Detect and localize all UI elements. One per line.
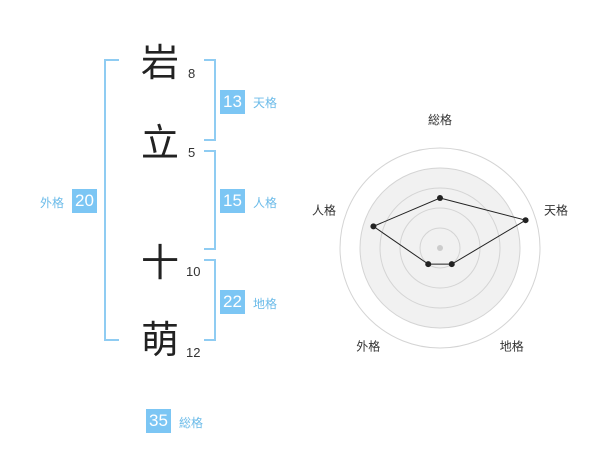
name-char-1: 岩 [140,41,179,85]
gaikaku-label: 外格 [40,196,65,210]
stroke-count-3: 10 [186,264,201,279]
radar-data-area [372,197,527,265]
chikaku-bracket [204,259,216,341]
jinkaku-value-badge: 15 [220,189,245,213]
radar-axis-label-2: 天格 [544,202,568,217]
jinkaku-bracket [204,150,216,250]
radar-axis-label-1: 総格 [428,112,452,127]
radar-axis-label-5: 人格 [312,202,336,217]
jinkaku-label: 人格 [253,196,278,210]
gaikaku-bracket [104,59,119,341]
radar-point-2 [522,217,529,224]
soukaku-label: 総格 [179,416,204,430]
stroke-count-4: 12 [186,345,201,360]
gaikaku-value-badge: 20 [72,189,97,213]
chikaku-value-badge: 22 [220,290,245,314]
radar-points [370,195,529,268]
radar-point-3 [448,261,455,268]
name-char-2: 立 [140,121,179,165]
radar-axis-label-3: 地格 [500,339,524,354]
chikaku-label: 地格 [253,297,278,311]
radar-point-4 [425,261,432,268]
radar-axis-label-4: 外格 [356,339,380,354]
stroke-count-1: 8 [188,66,196,81]
soukaku-value-badge: 35 [146,409,171,433]
stroke-count-2: 5 [188,145,196,160]
tenkaku-bracket [204,59,216,141]
radar-center-dot [437,245,443,251]
name-char-4: 萌 [140,318,179,362]
name-char-3: 十 [140,241,179,285]
tenkaku-value-badge: 13 [220,90,245,114]
radar-rings [339,147,541,349]
radar-point-1 [437,195,443,201]
radar-point-5 [370,223,377,230]
tenkaku-label: 天格 [253,96,278,110]
